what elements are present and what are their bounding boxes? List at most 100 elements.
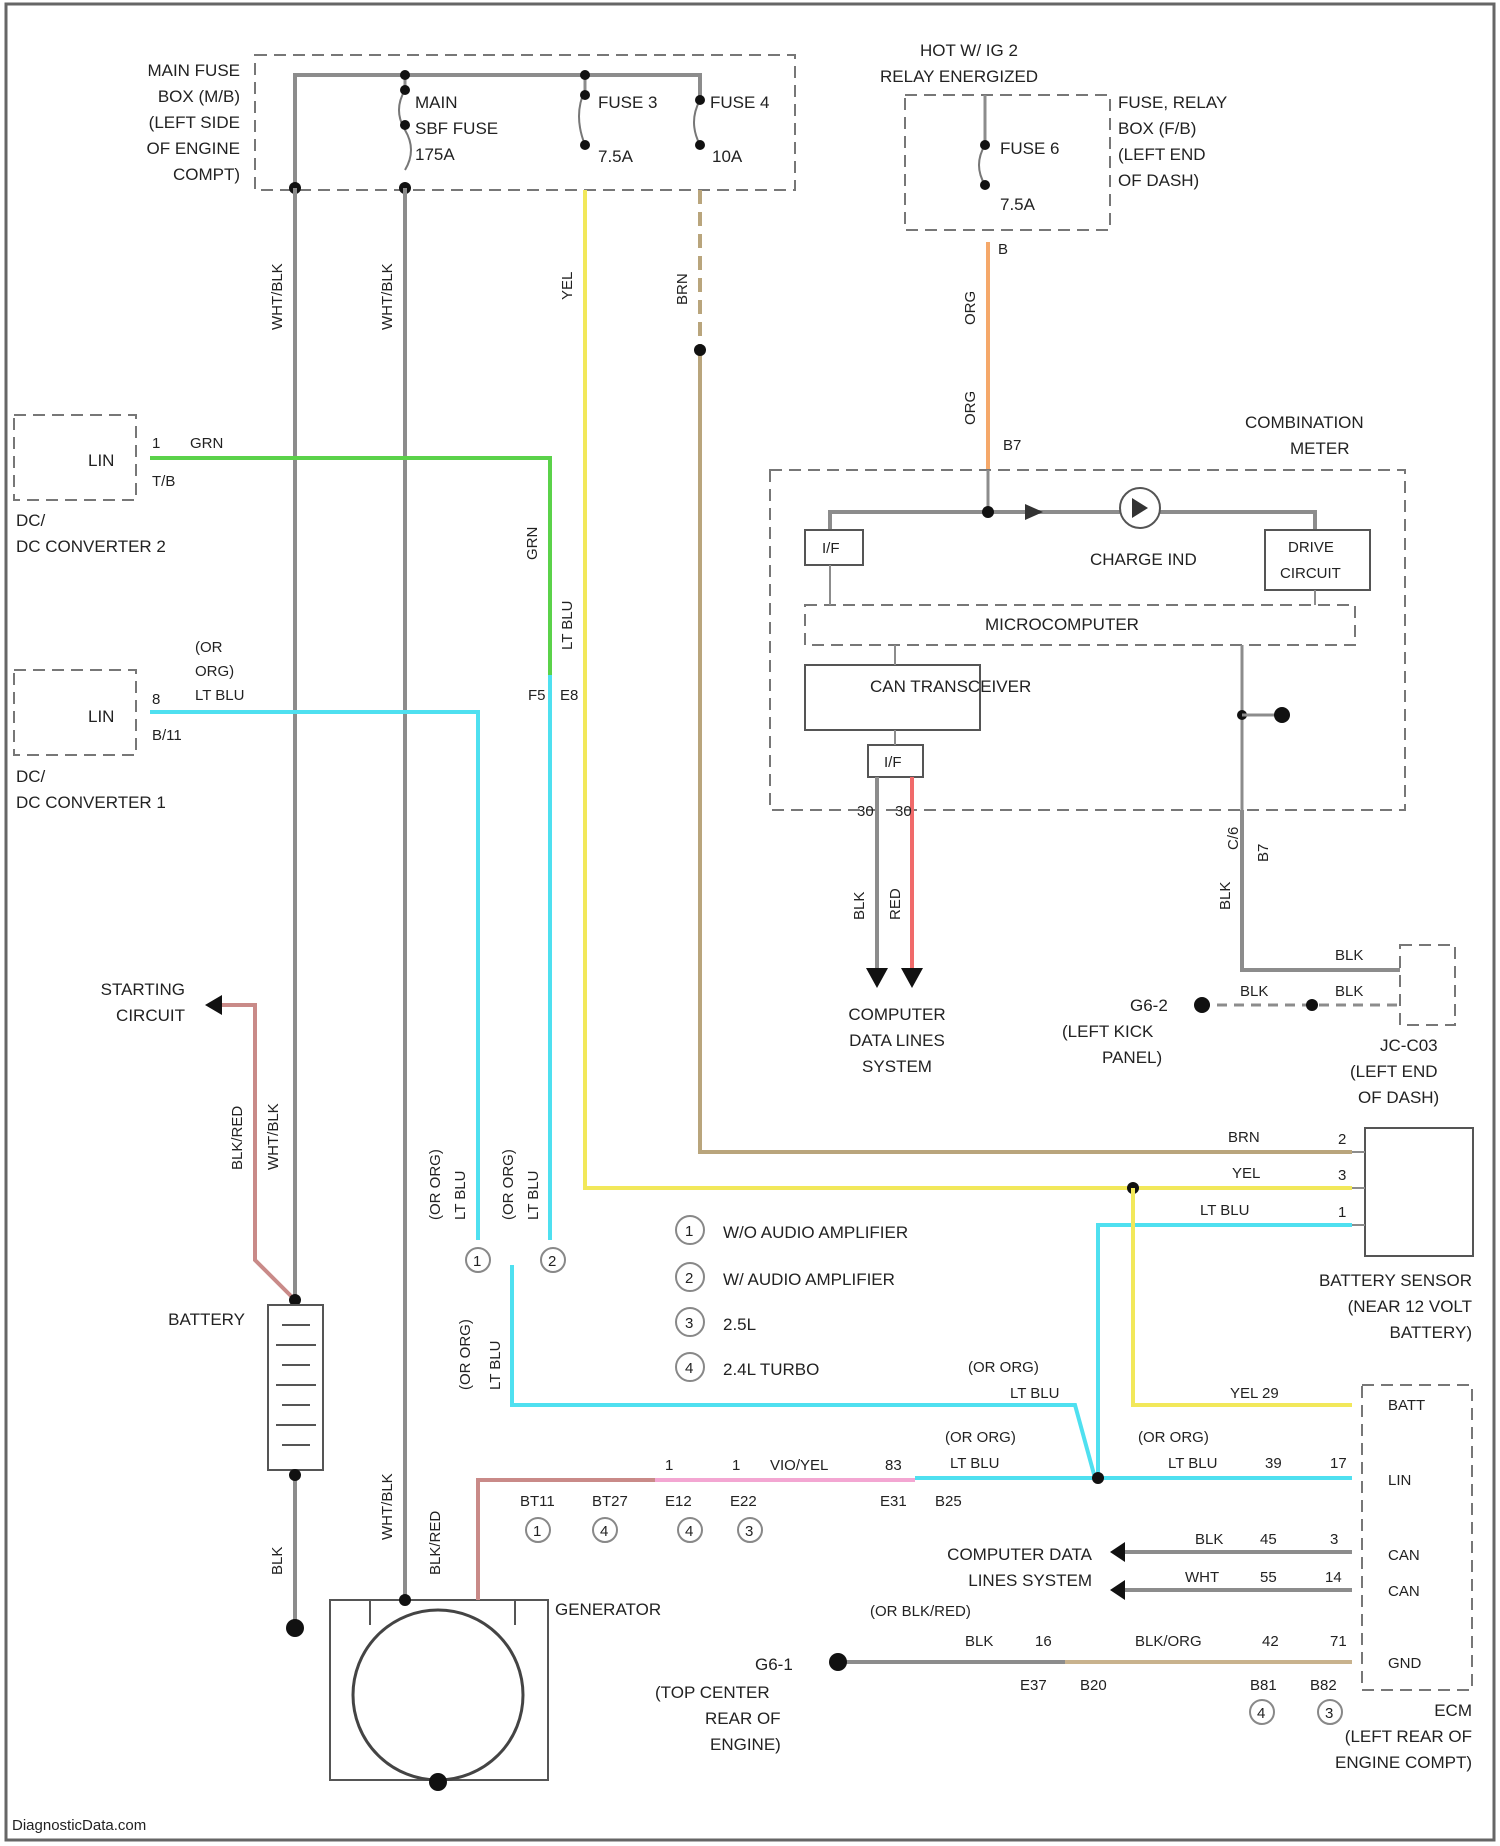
meter-in-pin: B7 — [1003, 437, 1021, 454]
wire-lt-blu-bs — [1098, 1225, 1352, 1478]
label-brn-bs: BRN — [1228, 1129, 1260, 1146]
label-ltblu-c: LT BLU — [487, 1341, 504, 1390]
starting-circuit-2: CIRCUIT — [116, 1006, 185, 1025]
label-wht-blk-start: WHT/BLK — [265, 1103, 282, 1170]
label-or-org-c: (OR ORG) — [457, 1319, 474, 1390]
relay-box-label-1: FUSE, RELAY — [1118, 93, 1227, 112]
main-fuse-label-3: 175A — [415, 145, 455, 164]
bs-pin-2: 3 — [1338, 1167, 1346, 1184]
meter-gnd-pin-2: B7 — [1255, 844, 1272, 862]
svg-text:2: 2 — [685, 1270, 693, 1287]
label-or-blk-red: (OR BLK/RED) — [870, 1603, 971, 1620]
arrow-ecm-can-1 — [1110, 1542, 1125, 1562]
starting-circuit-1: STARTING — [101, 980, 185, 999]
computer-data-lines-1-c: SYSTEM — [862, 1057, 932, 1076]
label-blk-ecm-can: BLK — [1195, 1531, 1223, 1548]
label-blk-red-gen: BLK/RED — [427, 1511, 444, 1575]
label-ltblu-a: LT BLU — [452, 1171, 469, 1220]
label-wht-blk-1: WHT/BLK — [269, 263, 286, 330]
battery-sensor-label-1: BATTERY SENSOR — [1319, 1271, 1472, 1290]
ecm-pin-lin: LIN — [1388, 1472, 1411, 1489]
dc1-id: B/11 — [152, 727, 182, 744]
fb-pin: B — [998, 241, 1008, 258]
bs-pin-1: 2 — [1338, 1131, 1346, 1148]
fuse6-rating: 7.5A — [1000, 195, 1036, 214]
meter-label-1: COMBINATION — [1245, 413, 1364, 432]
meter-can-pin-2: 30 — [895, 803, 912, 820]
label-ltblu-bs: LT BLU — [1200, 1202, 1249, 1219]
arrow-starting — [205, 995, 222, 1015]
dc2-lin: LIN — [88, 451, 114, 470]
label-or-org-top: (OR ORG) — [968, 1359, 1039, 1376]
ground-g6-2: (LEFT KICK — [1062, 1022, 1154, 1041]
gnd-id-b81: B81 — [1250, 1677, 1277, 1694]
label-vio-yel: VIO/YEL — [770, 1457, 828, 1474]
label-blk-jc-1: BLK — [1335, 947, 1363, 964]
ecm-num-45: 45 — [1260, 1531, 1277, 1548]
hot-label-1: HOT W/ IG 2 — [920, 41, 1018, 60]
splice-id-1: F5 — [528, 687, 546, 704]
arrow-ecm-can-2 — [1110, 1580, 1125, 1600]
svg-text:4: 4 — [685, 1360, 693, 1377]
meter-gnd-pin: C/6 — [1225, 827, 1242, 850]
fuse4-rating: 10A — [712, 147, 743, 166]
main-fuse-box-label-4: OF ENGINE — [146, 139, 240, 158]
battery-label: BATTERY — [168, 1310, 245, 1329]
label-ltblu-b: LT BLU — [525, 1171, 542, 1220]
dc1-wire-or: (OR — [195, 639, 223, 656]
battery-sensor: 2 3 1 BATTERY SENSOR (NEAR 12 VOLT BATTE… — [1319, 1128, 1473, 1342]
can-transceiver — [805, 665, 980, 730]
ecm-pin-can-2: CAN — [1388, 1583, 1420, 1600]
gen-id-bt27: BT27 — [592, 1493, 628, 1510]
wire-yel-ecm — [1133, 1188, 1352, 1405]
ecm-num-17: 17 — [1330, 1455, 1347, 1472]
ground-g6-3: PANEL) — [1102, 1048, 1162, 1067]
label-yel-ecm: YEL — [1230, 1385, 1258, 1402]
option-marker-2-num: 2 — [548, 1253, 556, 1270]
fuse3-rating: 7.5A — [598, 147, 634, 166]
main-fuse-box: MAIN FUSE BOX (M/B) (LEFT SIDE OF ENGINE… — [146, 55, 795, 194]
gnd-marker-3: 3 — [1325, 1705, 1333, 1722]
dc1-wire-ltblu: LT BLU — [195, 687, 244, 704]
gen-pin-83: 83 — [885, 1457, 902, 1474]
main-fuse-box-label-1: MAIN FUSE — [147, 61, 240, 80]
gen-id-e12: E12 — [665, 1493, 692, 1510]
dc2-id: T/B — [152, 473, 175, 490]
gen-marker-3: 3 — [745, 1523, 753, 1540]
label-yel-1: YEL — [559, 272, 576, 300]
svg-text:DRIVE: DRIVE — [1288, 539, 1334, 556]
ecm-num-3: 3 — [1330, 1531, 1338, 1548]
generator: GENERATOR — [330, 1594, 661, 1791]
label-wht-blk-2: WHT/BLK — [379, 263, 396, 330]
dc1-lin: LIN — [88, 707, 114, 726]
battery: BATTERY — [168, 1305, 323, 1470]
gen-id-b25: B25 — [935, 1493, 962, 1510]
svg-text:MICROCOMPUTER: MICROCOMPUTER — [985, 615, 1139, 634]
legend-text-1: W/O AUDIO AMPLIFIER — [723, 1223, 908, 1242]
dc1-label-1: DC/ — [16, 767, 46, 786]
label-org-2: ORG — [962, 391, 979, 425]
label-or-org-a: (OR ORG) — [427, 1149, 444, 1220]
svg-text:3: 3 — [685, 1315, 693, 1332]
ecm-label-2: (LEFT REAR OF — [1345, 1727, 1472, 1746]
splice-id-2: E8 — [560, 687, 578, 704]
dc-converter-2: LIN DC/ DC CONVERTER 2 1 T/B GRN — [14, 415, 223, 556]
battery-sensor-label-2: (NEAR 12 VOLT — [1348, 1297, 1472, 1316]
dc1-pin: 8 — [152, 691, 160, 708]
bs-pin-3: 1 — [1338, 1204, 1346, 1221]
ground-g1-2: (TOP CENTER — [655, 1683, 770, 1702]
arrow-can-2 — [901, 968, 923, 988]
legend-text-3: 2.5L — [723, 1315, 756, 1334]
ground-g1-3: REAR OF — [705, 1709, 781, 1728]
ecm-pin-can-1: CAN — [1388, 1547, 1420, 1564]
label-grn-1: GRN — [190, 435, 223, 452]
svg-text:CAN TRANSCEIVER: CAN TRANSCEIVER — [870, 677, 1031, 696]
label-ltblu-ecm: LT BLU — [1168, 1455, 1217, 1472]
gen-id-bt11: BT11 — [520, 1493, 555, 1510]
label-or-org-ecm: (OR ORG) — [1138, 1429, 1209, 1446]
meter-label-2: METER — [1290, 439, 1350, 458]
arrow-can-1 — [866, 968, 888, 988]
meter-can-pin-1: 30 — [857, 803, 874, 820]
ground-g1-4: ENGINE) — [710, 1735, 781, 1754]
label-blk-red-start: BLK/RED — [229, 1106, 246, 1170]
